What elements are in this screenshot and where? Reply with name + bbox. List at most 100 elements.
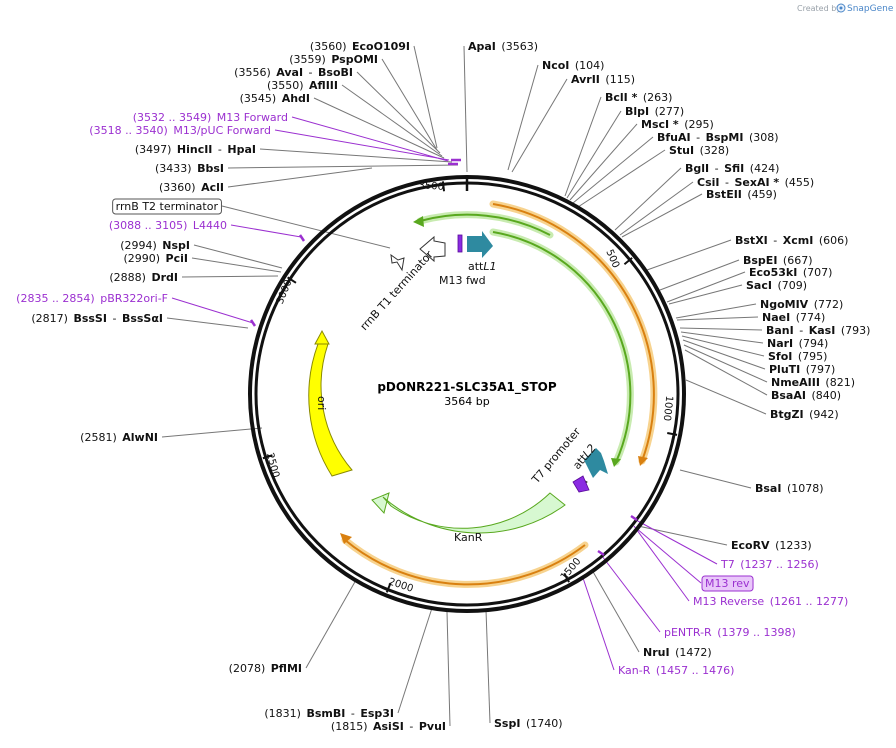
site-leader-line	[635, 519, 718, 565]
site-label-part: HpaI	[222, 143, 256, 156]
site-label: NcoI (104)	[542, 59, 604, 72]
site-label-text: T7 (1237 .. 1256)	[720, 558, 819, 571]
site-label-part: -	[345, 707, 355, 720]
site-label: M13 rev	[701, 575, 754, 592]
site-leader-line	[313, 97, 445, 159]
site-label: BlpI (277)	[625, 105, 684, 118]
site-label-text: NmeAIII (821)	[771, 376, 855, 389]
site-label-part: (2888)	[109, 271, 146, 284]
site-label-part: AvaI	[271, 66, 303, 79]
site-label-text: NruI (1472)	[643, 646, 712, 659]
site-label-text: (1815) AsiSI - PvuI	[331, 720, 446, 733]
site-leader-line	[259, 148, 453, 163]
site-label-part: pBR322ori-F	[95, 292, 168, 305]
site-leader-line	[666, 271, 746, 303]
site-label-part: -	[303, 66, 313, 79]
site-label-part: (3532 .. 3549)	[133, 111, 212, 124]
orange-arrowhead-right	[638, 456, 648, 466]
site-label: BsaAI (840)	[771, 389, 841, 402]
site-label-part: AclI	[196, 181, 224, 194]
green-arc-top	[419, 213, 551, 236]
site-label-part: (1472)	[670, 646, 712, 659]
site-leader-line	[675, 303, 757, 319]
site-label-part: -	[709, 162, 719, 175]
site-leader-line	[193, 244, 283, 269]
site-label-text: NgoMIV (772)	[760, 298, 843, 311]
ori-arrow	[308, 329, 353, 477]
feature-label-t7-promoter: T7 promoter	[529, 425, 584, 487]
site-label-part: BsaAI	[771, 389, 806, 402]
site-label-text: SfoI (795)	[768, 350, 827, 363]
site-label-part: BglI	[685, 162, 709, 175]
site-label: (1831) BsmBI - Esp3I	[264, 707, 394, 720]
ring-tick-label: 3500	[418, 180, 444, 193]
site-leader-line	[668, 284, 743, 305]
rrnb-t1-terminator-arrow	[419, 235, 446, 263]
site-label-text: (3545) AhdI	[240, 92, 310, 105]
site-label-part: PciI	[160, 252, 188, 265]
site-leader-line	[684, 349, 768, 396]
site-leader-line	[230, 224, 302, 238]
site-label-part: BssSαI	[116, 312, 163, 325]
site-label-part: NcoI	[542, 59, 569, 72]
site-label-part: BstXI	[735, 234, 768, 247]
site-label-text: NaeI (774)	[762, 311, 825, 324]
site-leader-line	[166, 317, 249, 329]
site-label-part: AhdI	[276, 92, 310, 105]
ring-tick	[262, 454, 273, 460]
site-label-part: (2835 .. 2854)	[16, 292, 95, 305]
site-label-text: BstXI - XcmI (606)	[735, 234, 848, 247]
site-label: MscI * (295)	[641, 118, 714, 131]
site-leader-line	[679, 469, 752, 489]
site-label-part: NspI	[157, 239, 190, 252]
site-label: AvrII (115)	[571, 73, 635, 86]
site-leader-line	[633, 525, 690, 602]
site-label: T7 (1237 .. 1256)	[720, 558, 819, 571]
site-leader-line	[683, 344, 768, 383]
site-label: rrnB T2 terminator	[112, 198, 222, 215]
site-label-part: (1261 .. 1277)	[764, 595, 848, 608]
site-label-text: (2990) PciI	[123, 252, 188, 265]
site-leader-line	[572, 136, 654, 204]
site-label-part: rrnB T2 terminator	[116, 200, 219, 213]
site-label: (3560) EcoO109I	[310, 40, 410, 53]
site-leader-line	[566, 110, 622, 199]
feature-label-ori: ori	[315, 396, 328, 410]
site-label-part: (3518 .. 3540)	[89, 124, 168, 137]
site-label: pENTR-R (1379 .. 1398)	[664, 626, 796, 639]
site-label: (3550) AflIII	[267, 79, 338, 92]
site-label: (3545) AhdI	[240, 92, 310, 105]
site-leader-line	[614, 167, 682, 231]
orange-arc-bottom	[344, 539, 586, 586]
site-label-part: NaeI	[762, 311, 790, 324]
site-label-part: (1815)	[331, 720, 368, 733]
site-leader-line	[569, 123, 638, 201]
site-label: SspI (1740)	[494, 717, 563, 730]
green-arrowhead-right	[611, 458, 621, 467]
site-label-part: (459)	[742, 188, 777, 201]
site-label-text: (2581) AlwNI	[80, 431, 158, 444]
site-leader-line	[446, 611, 451, 727]
site-label-part: (794)	[793, 337, 828, 350]
site-label: (3532 .. 3549) M13 Forward	[133, 111, 288, 124]
site-label-part: (263)	[637, 91, 672, 104]
site-label-part: -	[404, 720, 414, 733]
m13-rev-mark	[572, 475, 590, 493]
site-label-part: BstEII	[706, 188, 742, 201]
site-label-text: (3518 .. 3540) M13/pUC Forward	[89, 124, 271, 137]
site-label-part: (3556)	[234, 66, 271, 79]
site-label: NaeI (774)	[762, 311, 825, 324]
site-label-part: (2990)	[123, 252, 160, 265]
green-arc-right	[492, 231, 632, 463]
site-leader-line	[463, 45, 468, 173]
site-label-text: PluTI (797)	[769, 363, 835, 376]
site-label-text: StuI (328)	[669, 144, 729, 157]
site-label: EcoRV (1233)	[731, 539, 812, 552]
ring-tick	[667, 431, 678, 436]
site-label-part: BsaI	[755, 482, 781, 495]
attl2-arrow	[584, 448, 608, 478]
site-label: M13 Reverse (1261 .. 1277)	[693, 595, 848, 608]
site-label: (3360) AclI	[159, 181, 224, 194]
site-leader-line	[591, 569, 640, 653]
